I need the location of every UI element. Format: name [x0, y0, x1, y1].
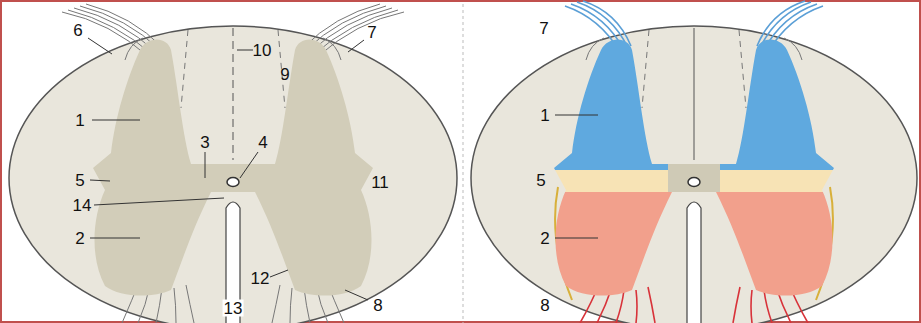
callout-number: 11: [370, 174, 390, 191]
right-cord: [471, 1, 917, 323]
callout-number: 8: [372, 297, 383, 314]
callout-number: 4: [257, 134, 268, 151]
callout-number: 2: [539, 230, 550, 247]
left-cord: [9, 4, 457, 323]
callout-number: 7: [538, 20, 549, 37]
callout-number: 14: [72, 197, 93, 214]
callout-number: 5: [535, 172, 546, 189]
callout-number: 10: [252, 42, 273, 59]
callout-number: 6: [72, 22, 83, 39]
callout-number: 13: [223, 300, 244, 317]
callout-number: 5: [74, 172, 85, 189]
callout-number: 1: [539, 107, 550, 124]
callout-number: 7: [366, 24, 377, 41]
callout-number: 9: [279, 66, 290, 83]
callout-number: 3: [199, 134, 210, 151]
callout-number: 2: [74, 230, 85, 247]
callout-number: 8: [539, 297, 550, 314]
callout-number: 1: [74, 112, 85, 129]
callout-number: 12: [250, 270, 271, 287]
